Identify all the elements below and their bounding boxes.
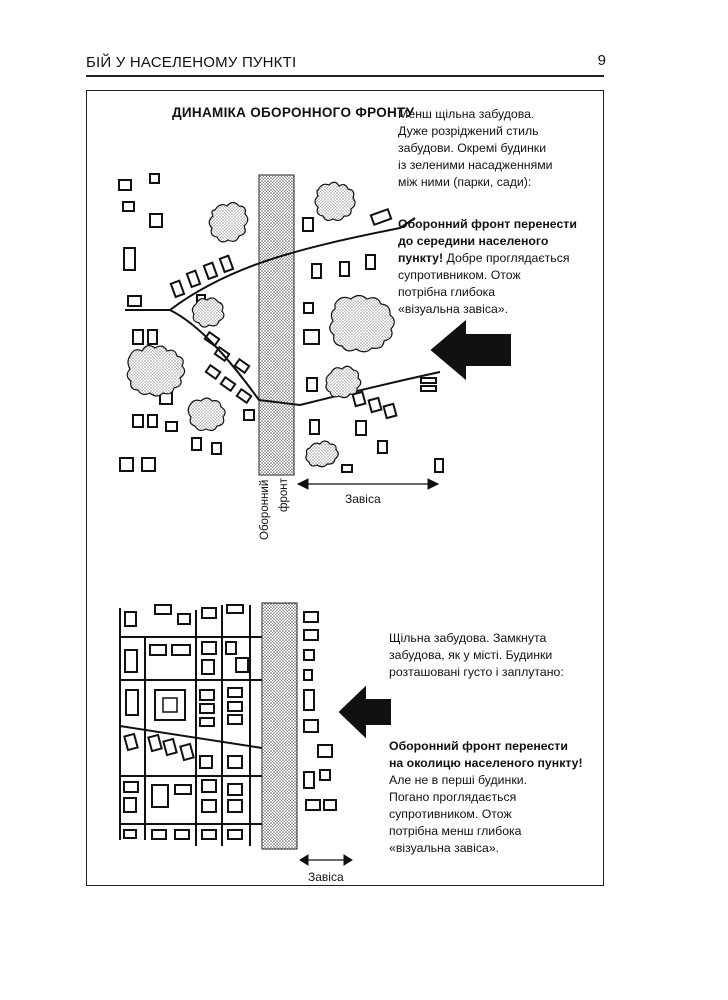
house [243,409,255,421]
text-line: Добре проглядається [443,251,570,265]
page-header: БІЙ У НАСЕЛЕНОМУ ПУНКТІ 9 [86,52,606,74]
house [203,330,221,348]
attack-arrow [338,685,391,739]
house [165,421,178,432]
house [306,377,318,392]
defensive-front-strip [258,174,295,476]
house [302,217,314,232]
zavisa-label-top: Завіса [345,492,381,506]
house [213,345,231,363]
diagram-frame [86,90,604,886]
text-line: супротивником. Отож [398,268,521,282]
tree-cluster [325,365,362,399]
house [365,254,376,270]
house [339,261,350,277]
house [377,440,388,454]
tree-cluster [187,397,226,432]
bottom-recommendation: Оборонний фронт перенести на околицю нас… [389,738,583,857]
house [122,201,135,212]
house [119,457,134,472]
running-title: БІЙ У НАСЕЛЕНОМУ ПУНКТІ [86,54,297,71]
road [169,217,416,311]
tree-cluster [126,345,186,397]
page-number: 9 [597,52,606,69]
house [219,375,237,393]
house [341,464,353,473]
tree-cluster [208,201,249,243]
text-line: Погано проглядається [389,790,517,804]
bottom-description: Щільна забудова. Замкнута забудова, як у… [389,630,564,681]
text-line: Щільна забудова. Замкнута [389,631,547,645]
bottom-diagram [119,602,391,866]
top-diagram [118,173,511,490]
defensive-front-strip [261,602,298,850]
house [233,357,251,375]
text-line: «візуальна завіса». [398,302,509,316]
house [303,329,320,345]
house [132,414,144,428]
tree-cluster [329,294,395,353]
house [211,442,222,455]
house [355,420,367,436]
tree-cluster [314,181,356,222]
house [123,247,136,271]
front-label-1: Оборонний [259,480,271,540]
house [303,302,314,314]
house [185,269,202,289]
text-line: розташовані густо і заплутано: [389,665,564,679]
house [147,329,158,345]
house [434,458,444,473]
text-line: потрібна менш глибока [389,824,522,838]
house [202,261,219,281]
house [311,263,322,279]
bold-line: на околицю населеного пункту! [389,756,583,770]
zavisa-label-bottom: Завіса [308,870,344,884]
house [191,437,202,451]
house [420,377,437,384]
text-line: Але не в перші будинки. [389,773,527,787]
bold-line: до середини населеного [398,234,549,248]
bold-line: пункту! [398,251,444,265]
tree-cluster [305,440,339,468]
house [118,179,132,191]
house [367,396,383,414]
text-line: «візуальна завіса». [389,841,500,855]
house [351,390,367,408]
text-line: потрібна глибока [398,285,496,299]
text-line: між ними (парки, сади): [398,175,532,189]
house [218,254,235,274]
text-line: Менш щільна забудова. [398,107,535,121]
diagram-title: ДИНАМІКА ОБОРОННОГО ФРОНТУ [172,105,415,120]
house [369,207,393,227]
house [127,295,142,307]
bold-line: Оборонний фронт перенести [398,217,577,231]
house [149,213,163,228]
house [309,419,320,435]
front-label-2: фронт [278,477,290,512]
house [149,173,160,184]
house [235,387,253,405]
house [204,363,222,381]
attack-arrow [430,319,511,381]
house [132,329,144,345]
house [420,385,437,392]
road [125,309,441,407]
text-line: забудови. Окремі будинки [398,141,547,155]
house [382,402,398,420]
text-line: забудова, як у місті. Будинки [389,648,553,662]
top-description: Менш щільна забудова. Дуже розріджений с… [398,106,553,191]
header-rule [86,75,604,77]
text-line: із зеленими насадженнями [398,158,553,172]
house [147,414,158,428]
tree-cluster [191,297,225,328]
text-line: супротивником. Отож [389,807,512,821]
house [141,457,156,472]
house [169,279,186,299]
bold-line: Оборонний фронт перенести [389,739,568,753]
top-recommendation: Оборонний фронт перенести до середини на… [398,216,577,318]
text-line: Дуже розріджений стиль [398,124,539,138]
